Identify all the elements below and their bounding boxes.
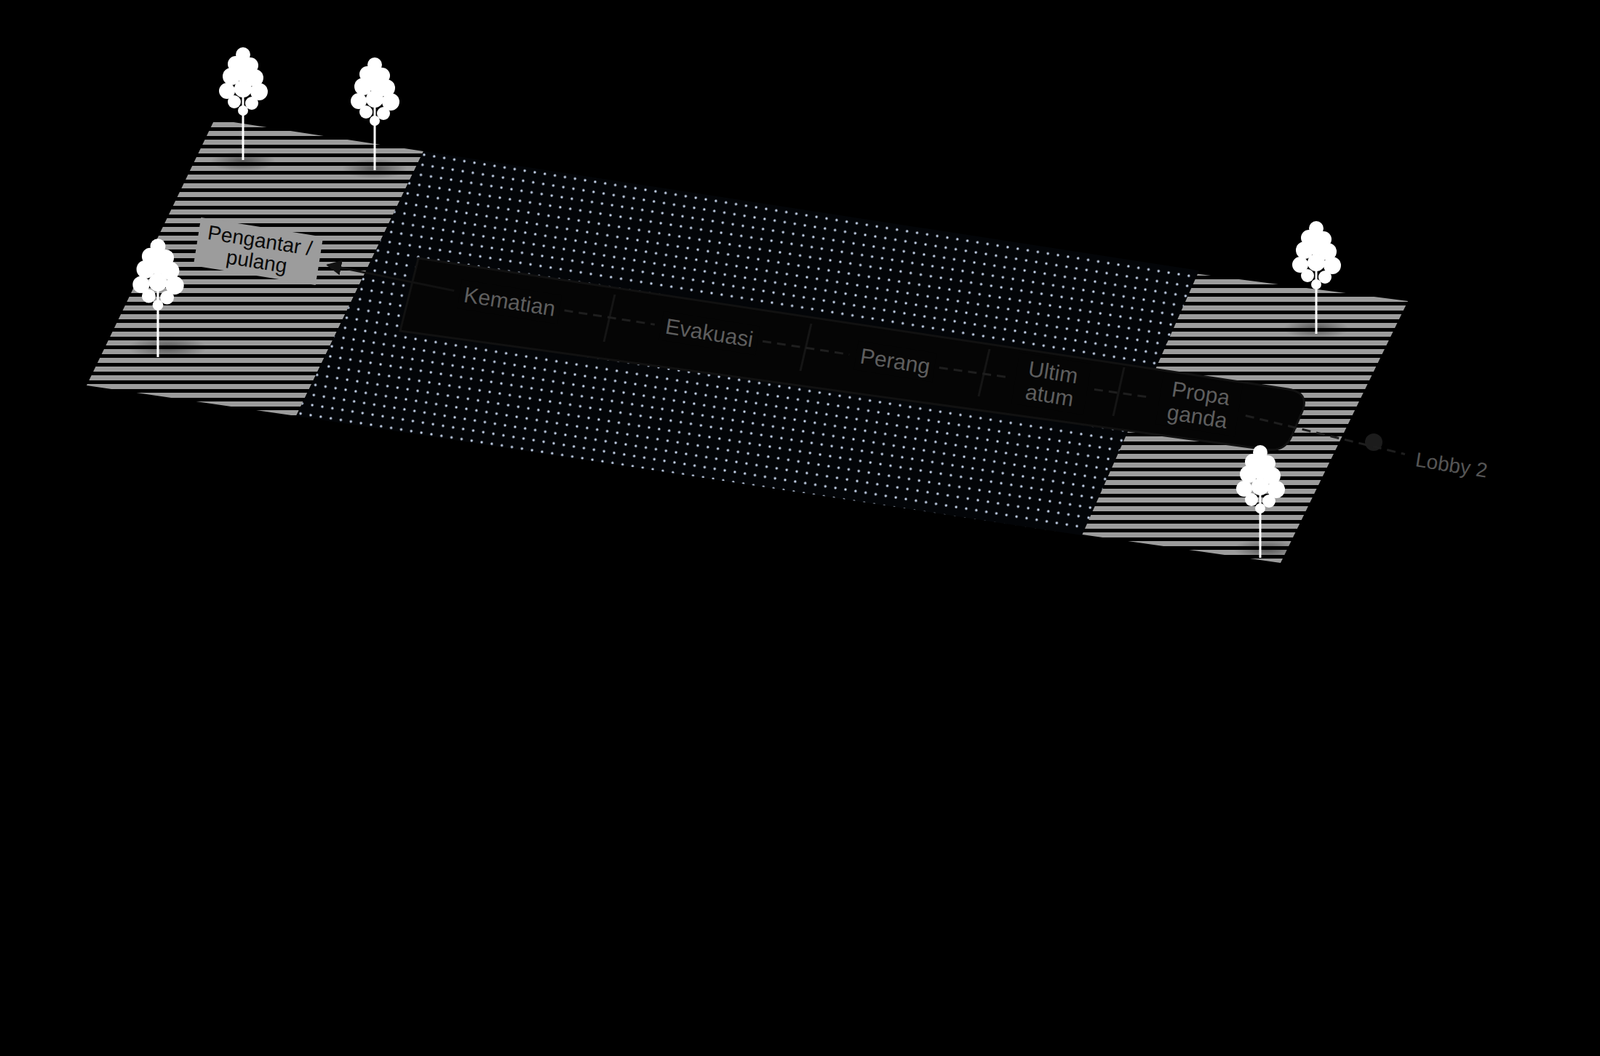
dotted-field	[296, 151, 1200, 536]
zone-text: Ultim atum	[1016, 355, 1088, 412]
tree	[1292, 221, 1341, 334]
tree-shadows	[127, 151, 1349, 560]
dashed-link	[1245, 415, 1406, 455]
lobby-label: Lobby 2	[1409, 446, 1494, 486]
zone-text: Propa ganda	[1160, 376, 1239, 433]
dashed-link	[1094, 389, 1152, 398]
tree	[132, 238, 184, 358]
tree	[219, 47, 268, 161]
tree	[1236, 445, 1285, 559]
exhibition-band	[400, 258, 1305, 451]
dashed-link	[564, 310, 655, 325]
exhibit-zone: Ultim atum	[1011, 352, 1092, 415]
tree	[350, 57, 400, 171]
band-separators	[603, 294, 1125, 417]
exit-arrow	[327, 264, 455, 291]
dashed-link	[762, 341, 850, 355]
zone-text: Lobby 2	[1413, 449, 1489, 483]
dashed-link	[939, 367, 1008, 377]
trees	[132, 47, 1341, 559]
